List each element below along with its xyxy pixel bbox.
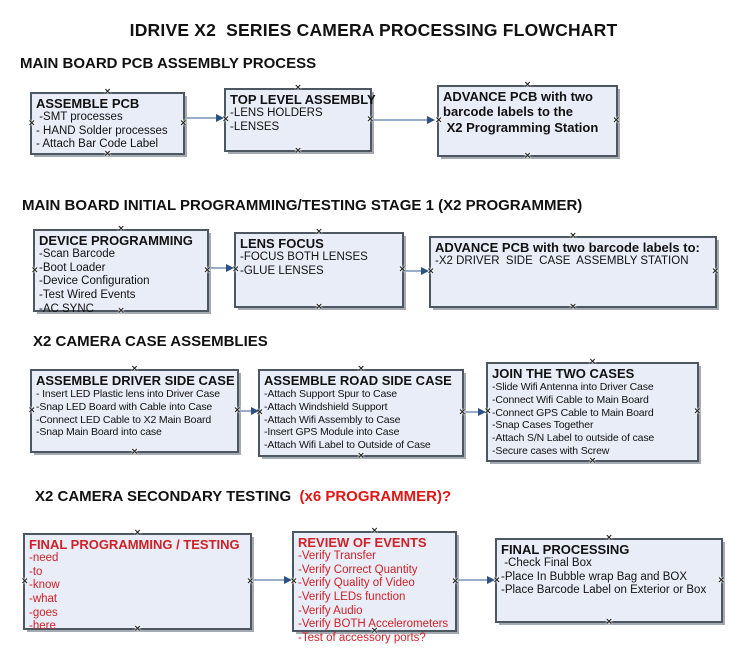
- box-title: JOIN THE TWO CASES: [492, 366, 635, 381]
- box-line: X2 Programming Station: [443, 119, 599, 135]
- box-title: FINAL PROGRAMMING / TESTING: [29, 537, 240, 552]
- box-title: TOP LEVEL ASSEMBLY: [230, 92, 376, 107]
- box-line: -Connect Wifi Cable to Main Board: [492, 394, 649, 407]
- connector-arrow-icon: [465, 408, 486, 416]
- connection-point-icon: ×: [588, 456, 597, 466]
- flow-box-assemble-driver-side-case: ASSEMBLE DRIVER SIDE CASE - Insert LED P…: [28, 365, 241, 457]
- box-line: -here: [29, 620, 56, 633]
- connection-point-icon: ×: [569, 302, 577, 312]
- box-line: -FOCUS BOTH LENSES: [240, 251, 368, 264]
- box-line: -Snap Cases Together: [492, 419, 594, 432]
- connector-arrow-icon: [253, 576, 292, 584]
- flow-box-assemble-pcb: ASSEMBLE PCB -SMT processes - HAND Solde…: [28, 88, 187, 159]
- connection-point-icon: ×: [357, 451, 365, 461]
- box-title: FINAL PROCESSING: [501, 542, 630, 557]
- flow-box-final-programming-testing: FINAL PROGRAMMING / TESTING -need -to -k…: [21, 529, 254, 634]
- box-line: -Secure cases with Screw: [492, 444, 610, 457]
- page-title: IDRIVE X2 SERIES CAMERA PROCESSING FLOWC…: [129, 20, 618, 40]
- connector-arrow-icon: [186, 114, 224, 122]
- connection-point-icon: ×: [21, 576, 29, 586]
- box-title: DEVICE PROGRAMMING: [39, 233, 193, 248]
- box-line: - Attach Bar Code Label: [36, 138, 159, 151]
- box-title: ADVANCE PCB with two: [443, 89, 593, 104]
- box-line: -Test Wired Events: [39, 289, 136, 302]
- box-line: -Place In Bubble wrap Bag and BOX: [501, 570, 688, 583]
- section-header-black-text: X2 CAMERA SECONDARY TESTING: [35, 488, 296, 505]
- box-title: ADVANCE PCB with two barcode labels to:: [435, 240, 700, 255]
- box-line: -AC SYNC: [39, 302, 94, 315]
- connector-arrow-icon: [405, 267, 429, 275]
- box-line: barcode labels to the: [443, 104, 574, 120]
- box-line: -Connect GPS Cable to Main Board: [492, 406, 654, 419]
- section-header-pcb-assembly: MAIN BOARD PCB ASSEMBLY PROCESS: [20, 55, 317, 72]
- flow-box-final-processing: FINAL PROCESSING -Check Final Box -Place…: [493, 534, 725, 627]
- box-line: -Insert GPS Module into Case: [264, 426, 400, 439]
- box-line: -Snap LED Board with Cable into Case: [36, 401, 213, 414]
- connector-arrow-icon: [458, 576, 495, 584]
- box-line: -Place Barcode Label on Exterior or Box: [501, 584, 707, 597]
- box-line: -know: [29, 579, 60, 592]
- connection-point-icon: ×: [294, 146, 302, 156]
- box-line: -Slide Wifi Antenna into Driver Case: [492, 381, 654, 394]
- box-line: -LENS HOLDERS: [230, 107, 323, 120]
- flow-box-join-the-two-cases: JOIN THE TWO CASES -Slide Wifi Antenna i…: [484, 358, 701, 466]
- box-line: -Boot Loader: [39, 261, 106, 274]
- box-line: -Device Configuration: [39, 275, 150, 288]
- flow-box-lens-focus: LENS FOCUS -FOCUS BOTH LENSES -GLUE LENS…: [232, 228, 406, 312]
- box-line: -Verify BOTH Accelerometers: [298, 618, 449, 631]
- box-line: -SMT processes: [36, 111, 123, 124]
- box-line: -Attach Support Spur to Case: [264, 388, 397, 401]
- box-line: -goes: [29, 606, 58, 619]
- box-line: -Attach S/N Label to outside of case: [492, 432, 655, 445]
- box-line: -to: [29, 565, 43, 578]
- box-title: REVIEW OF EVENTS: [298, 535, 427, 550]
- section-header-secondary-testing: X2 CAMERA SECONDARY TESTING (x6 PROGRAMM…: [35, 488, 451, 505]
- connection-point-icon: ×: [315, 302, 323, 312]
- box-line: -Verify Audio: [298, 604, 363, 617]
- flow-box-device-programming: DEVICE PROGRAMMING -Scan Barcode -Boot L…: [31, 225, 211, 316]
- connection-point-icon: ×: [28, 405, 36, 416]
- box-line: -need: [29, 552, 59, 565]
- box-line: -Scan Barcode: [39, 248, 116, 261]
- connector-arrow-icon: [210, 264, 234, 272]
- box-line: -Verify Correct Quantity: [298, 563, 418, 576]
- connection-point-icon: ×: [130, 447, 139, 457]
- connection-point-icon: ×: [28, 118, 36, 128]
- box-line: -Check Final Box: [501, 557, 592, 570]
- box-line: - Insert LED Plastic lens into Driver Ca…: [36, 388, 220, 401]
- flow-box-advance-pcb-driver-side-station: ADVANCE PCB with two barcode labels to: …: [427, 232, 719, 312]
- connector-arrow-icon: [373, 116, 435, 124]
- box-line: -what: [29, 593, 58, 606]
- box-title: LENS FOCUS: [240, 236, 324, 251]
- box-line: -Attach Windshield Support: [264, 401, 388, 414]
- flow-box-assemble-road-side-case: ASSEMBLE ROAD SIDE CASE -Attach Support …: [256, 365, 466, 461]
- box-line: -LENSES: [230, 120, 280, 133]
- flow-box-advance-pcb-programming-station: ADVANCE PCB with two barcode labels to t…: [435, 81, 620, 161]
- box-line: -X2 DRIVER SIDE CASE ASSEMBLY STATION: [435, 255, 689, 268]
- box-line: -Snap Main Board into case: [36, 426, 162, 439]
- box-line: -Verify Quality of Video: [298, 577, 415, 590]
- box-line: -Verify Transfer: [298, 550, 376, 563]
- box-line: -Attach Wifi Label to Outside of Case: [264, 439, 431, 452]
- connection-point-icon: ×: [31, 265, 39, 275]
- connection-point-icon: ×: [523, 151, 532, 161]
- box-line: -GLUE LENSES: [240, 264, 324, 277]
- box-line: -Attach Wifi Assembly to Case: [264, 413, 401, 426]
- box-line: -Connect LED Cable to X2 Main Board: [36, 413, 212, 426]
- box-title: ASSEMBLE ROAD SIDE CASE: [264, 373, 452, 388]
- section-header-case-assemblies: X2 CAMERA CASE ASSEMBLIES: [33, 333, 268, 350]
- section-header-initial-programming: MAIN BOARD INITIAL PROGRAMMING/TESTING S…: [22, 197, 583, 214]
- box-title: ASSEMBLE PCB: [36, 96, 140, 111]
- box-title: ASSEMBLE DRIVER SIDE CASE: [36, 373, 235, 388]
- connection-point-icon: ×: [435, 115, 443, 126]
- flow-box-top-level-assembly: TOP LEVEL ASSEMBLY -LENS HOLDERS -LENSES…: [222, 84, 376, 156]
- flow-box-review-of-events: REVIEW OF EVENTS -Verify Transfer -Verif…: [290, 527, 459, 644]
- box-line: -Test of accessory ports?: [298, 631, 426, 644]
- section-header-red-text: (x6 PROGRAMMER)?: [295, 488, 452, 505]
- connection-point-icon: ×: [605, 617, 613, 627]
- box-line: - HAND Solder processes: [36, 124, 168, 137]
- connector-arrow-icon: [240, 407, 259, 415]
- box-line: -Verify LEDs function: [298, 591, 406, 604]
